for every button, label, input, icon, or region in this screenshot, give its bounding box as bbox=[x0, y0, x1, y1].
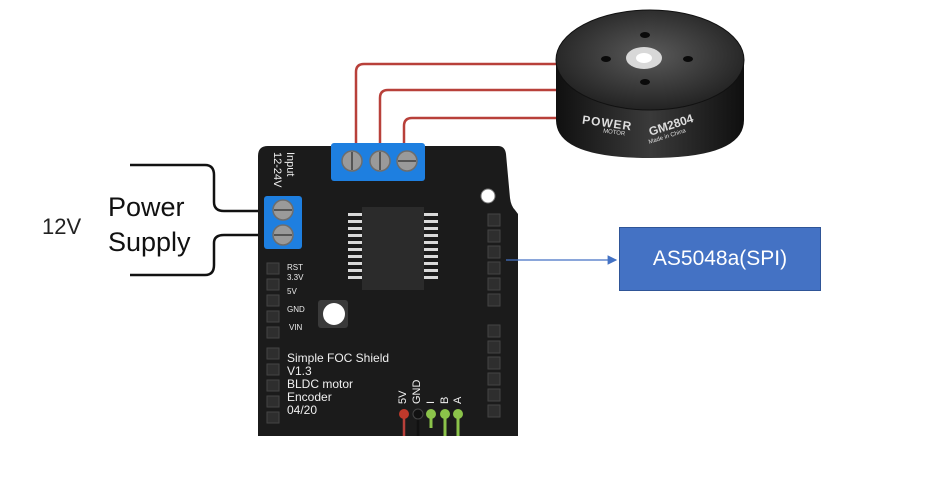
supply-voltage-label: 12V bbox=[42, 214, 82, 239]
pin-label-3v3: 3.3V bbox=[287, 273, 304, 282]
pin-label-5v: 5V bbox=[287, 287, 297, 296]
gm2804-motor bbox=[555, 9, 745, 158]
board-info-line: 04/20 bbox=[287, 403, 318, 417]
driver-chip bbox=[348, 207, 438, 290]
motor-wire-2 bbox=[378, 88, 556, 152]
board-info-line: V1.3 bbox=[287, 364, 312, 378]
board-info-line: Simple FOC Shield bbox=[287, 351, 390, 365]
power-terminal-screws bbox=[272, 199, 294, 246]
sensor-label: AS5048a(SPI) bbox=[652, 247, 788, 270]
encoder-pin-5v: 5V bbox=[397, 390, 409, 404]
encoder-pin-a: A bbox=[452, 396, 464, 404]
encoder-pin-gnd: GND bbox=[411, 379, 423, 404]
motor-terminal-screws bbox=[341, 150, 418, 172]
board-info-line: Encoder bbox=[287, 390, 332, 404]
input-label-line1: Input bbox=[284, 152, 296, 177]
reset-button bbox=[323, 303, 345, 325]
power-supply-label: Power Supply bbox=[108, 190, 191, 260]
foc-shield-board bbox=[258, 146, 518, 436]
mounting-hole bbox=[480, 188, 496, 204]
right-header-pins bbox=[487, 213, 501, 418]
left-header-pins bbox=[266, 262, 280, 424]
supply-wire-positive bbox=[130, 163, 270, 213]
power-supply-line2: Supply bbox=[108, 227, 191, 257]
power-supply-line1: Power bbox=[108, 192, 185, 222]
as5048a-sensor-box: AS5048a(SPI) bbox=[619, 227, 821, 291]
pin-label-gnd: GND bbox=[287, 305, 305, 314]
encoder-wires bbox=[399, 408, 463, 436]
input-label-line2: 12-24V bbox=[271, 152, 283, 188]
motor-wire-1 bbox=[354, 62, 556, 152]
board-info: Simple FOC Shield V1.3 BLDC motor Encode… bbox=[287, 352, 389, 417]
board-info-line: BLDC motor bbox=[287, 377, 354, 391]
encoder-pin-i: I bbox=[425, 400, 437, 404]
encoder-pin-b: B bbox=[439, 396, 451, 404]
pin-label-rst: RST bbox=[287, 263, 303, 272]
supply-wire-negative bbox=[130, 233, 270, 277]
motor-wire-3 bbox=[402, 116, 556, 152]
pin-label-vin: VIN bbox=[289, 323, 303, 332]
